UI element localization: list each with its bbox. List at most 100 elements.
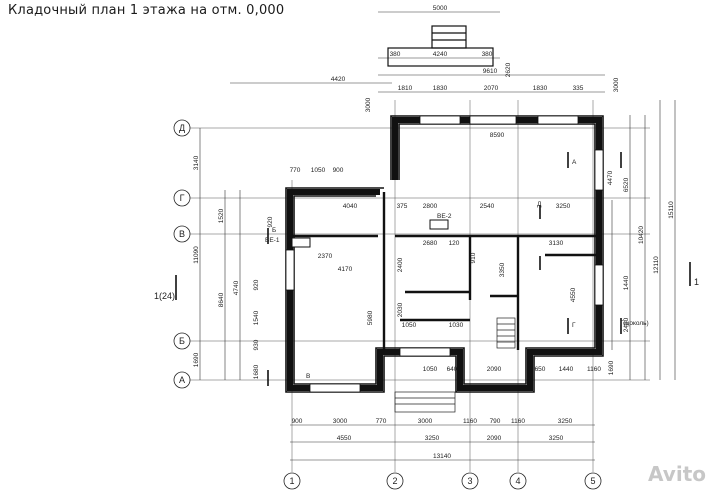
dim-label: 2070 [484,85,499,92]
axis-col-label: 5 [590,476,595,486]
dim-label: 1160 [511,418,525,425]
dim-label: 1160 [587,366,601,373]
dim-label: 120 [449,240,460,247]
dim-label: 2400 [397,257,404,272]
dim-label: 3250 [425,435,440,442]
dim-label: 1830 [433,85,448,92]
axis-row-label: А [179,375,185,385]
stairs [394,317,516,413]
section-label: А [572,159,577,166]
watermark: Avito [648,462,706,486]
axis-col-label: 2 [392,476,397,486]
section-label: Д [537,201,542,208]
dim-label: 8640 [218,292,225,307]
dim-label: 770 [290,167,301,174]
dim-label: 3250 [549,435,564,442]
plan-title: Кладочный план 1 этажа на отм. 0,000 [8,3,285,18]
axis-row-label: Б [179,336,185,346]
dim-label: 335 [573,85,584,92]
dim-label: 4040 [343,203,358,210]
dim-label: 1830 [533,85,548,92]
dim-label: 13140 [433,453,451,460]
dim-label: 3000 [365,97,372,112]
vent-label: ВЕ-2 [437,213,452,220]
dim-label: 10420 [638,226,645,244]
dim-label: 1690 [608,360,615,375]
dim-label: 650 [535,366,546,373]
dim-label: 930 [253,339,260,350]
wall-outlines [285,115,604,393]
axis-col-label: 4 [515,476,520,486]
dim-label: 12110 [653,256,660,274]
dim-label: 2680 [423,240,438,247]
top-porch [387,25,494,67]
section-label: Б [272,227,276,234]
axis-col-label: 1 [289,476,294,486]
dim-label: 1160 [463,418,477,425]
dim-label: 2030 [397,302,404,317]
dim-label: 2800 [423,203,438,210]
dim-label: 920 [267,216,274,227]
dim-label: 3000 [333,418,348,425]
dim-label: 2090 [487,435,502,442]
dim-label: 1690 [193,352,200,367]
axis-row-label: Д [179,123,185,133]
dim-label: 910 [470,252,477,263]
section-label: В [306,373,310,380]
dim-label: 380 [482,51,493,58]
dim-label: 4470 [607,170,614,185]
vent-blocks [291,219,449,248]
dim-label: 2370 [318,253,333,260]
axis-bubbles [173,119,602,490]
dim-label: 3000 [613,77,620,92]
dim-label: 3250 [556,203,571,210]
dim-label: 9610 [483,68,498,75]
dim-label: 790 [490,418,501,425]
dim-label: 1440 [623,275,630,290]
dim-label: 900 [333,167,344,174]
dim-label: 1540 [253,310,260,325]
dim-label: 4740 [233,280,240,295]
dim-label: 4420 [331,76,346,83]
dim-label: 2090 [487,366,502,373]
axis-row-label: В [179,229,185,239]
dim-label: 375 [397,203,408,210]
section-label: 1 [694,277,699,287]
dim-label: 1050 [423,366,438,373]
dim-label: 1050 [402,322,417,329]
dim-label: 920 [253,279,260,290]
section-label: Г [572,322,576,329]
dim-label: 3130 [549,240,564,247]
dim-label: 2540 [480,203,495,210]
dim-label: 4170 [338,266,353,273]
dim-label: 5980 [367,310,374,325]
dim-label: 640 [447,366,458,373]
dim-label: 3250 [558,418,573,425]
dim-label: 1680 [253,364,260,379]
dim-label: 380 [390,51,401,58]
dim-label: 1810 [398,85,413,92]
dim-label: 2620 [505,62,512,77]
dim-label: 2450 [623,317,630,332]
dimension-lines [199,11,676,461]
dim-label: 1030 [449,322,464,329]
interior-walls [290,192,597,350]
section-markers [175,152,691,386]
dim-label: 900 [292,418,303,425]
dim-label: 11090 [193,246,200,264]
dim-label: 4240 [433,51,448,58]
dim-label: 770 [376,418,387,425]
exterior-walls [287,117,602,391]
dim-label: 15110 [668,201,675,219]
dim-label: 3350 [499,262,506,277]
dim-label: 3000 [418,418,433,425]
dim-label: 3140 [193,155,200,170]
dim-label: 4550 [337,435,352,442]
axis-row-label: Г [180,193,185,203]
dim-label: 6520 [623,177,630,192]
vent-label: ВЕ-1 [265,237,280,244]
section-label: 1(24) [154,291,175,301]
dim-label: 4550 [570,287,577,302]
dim-label: 1440 [559,366,574,373]
